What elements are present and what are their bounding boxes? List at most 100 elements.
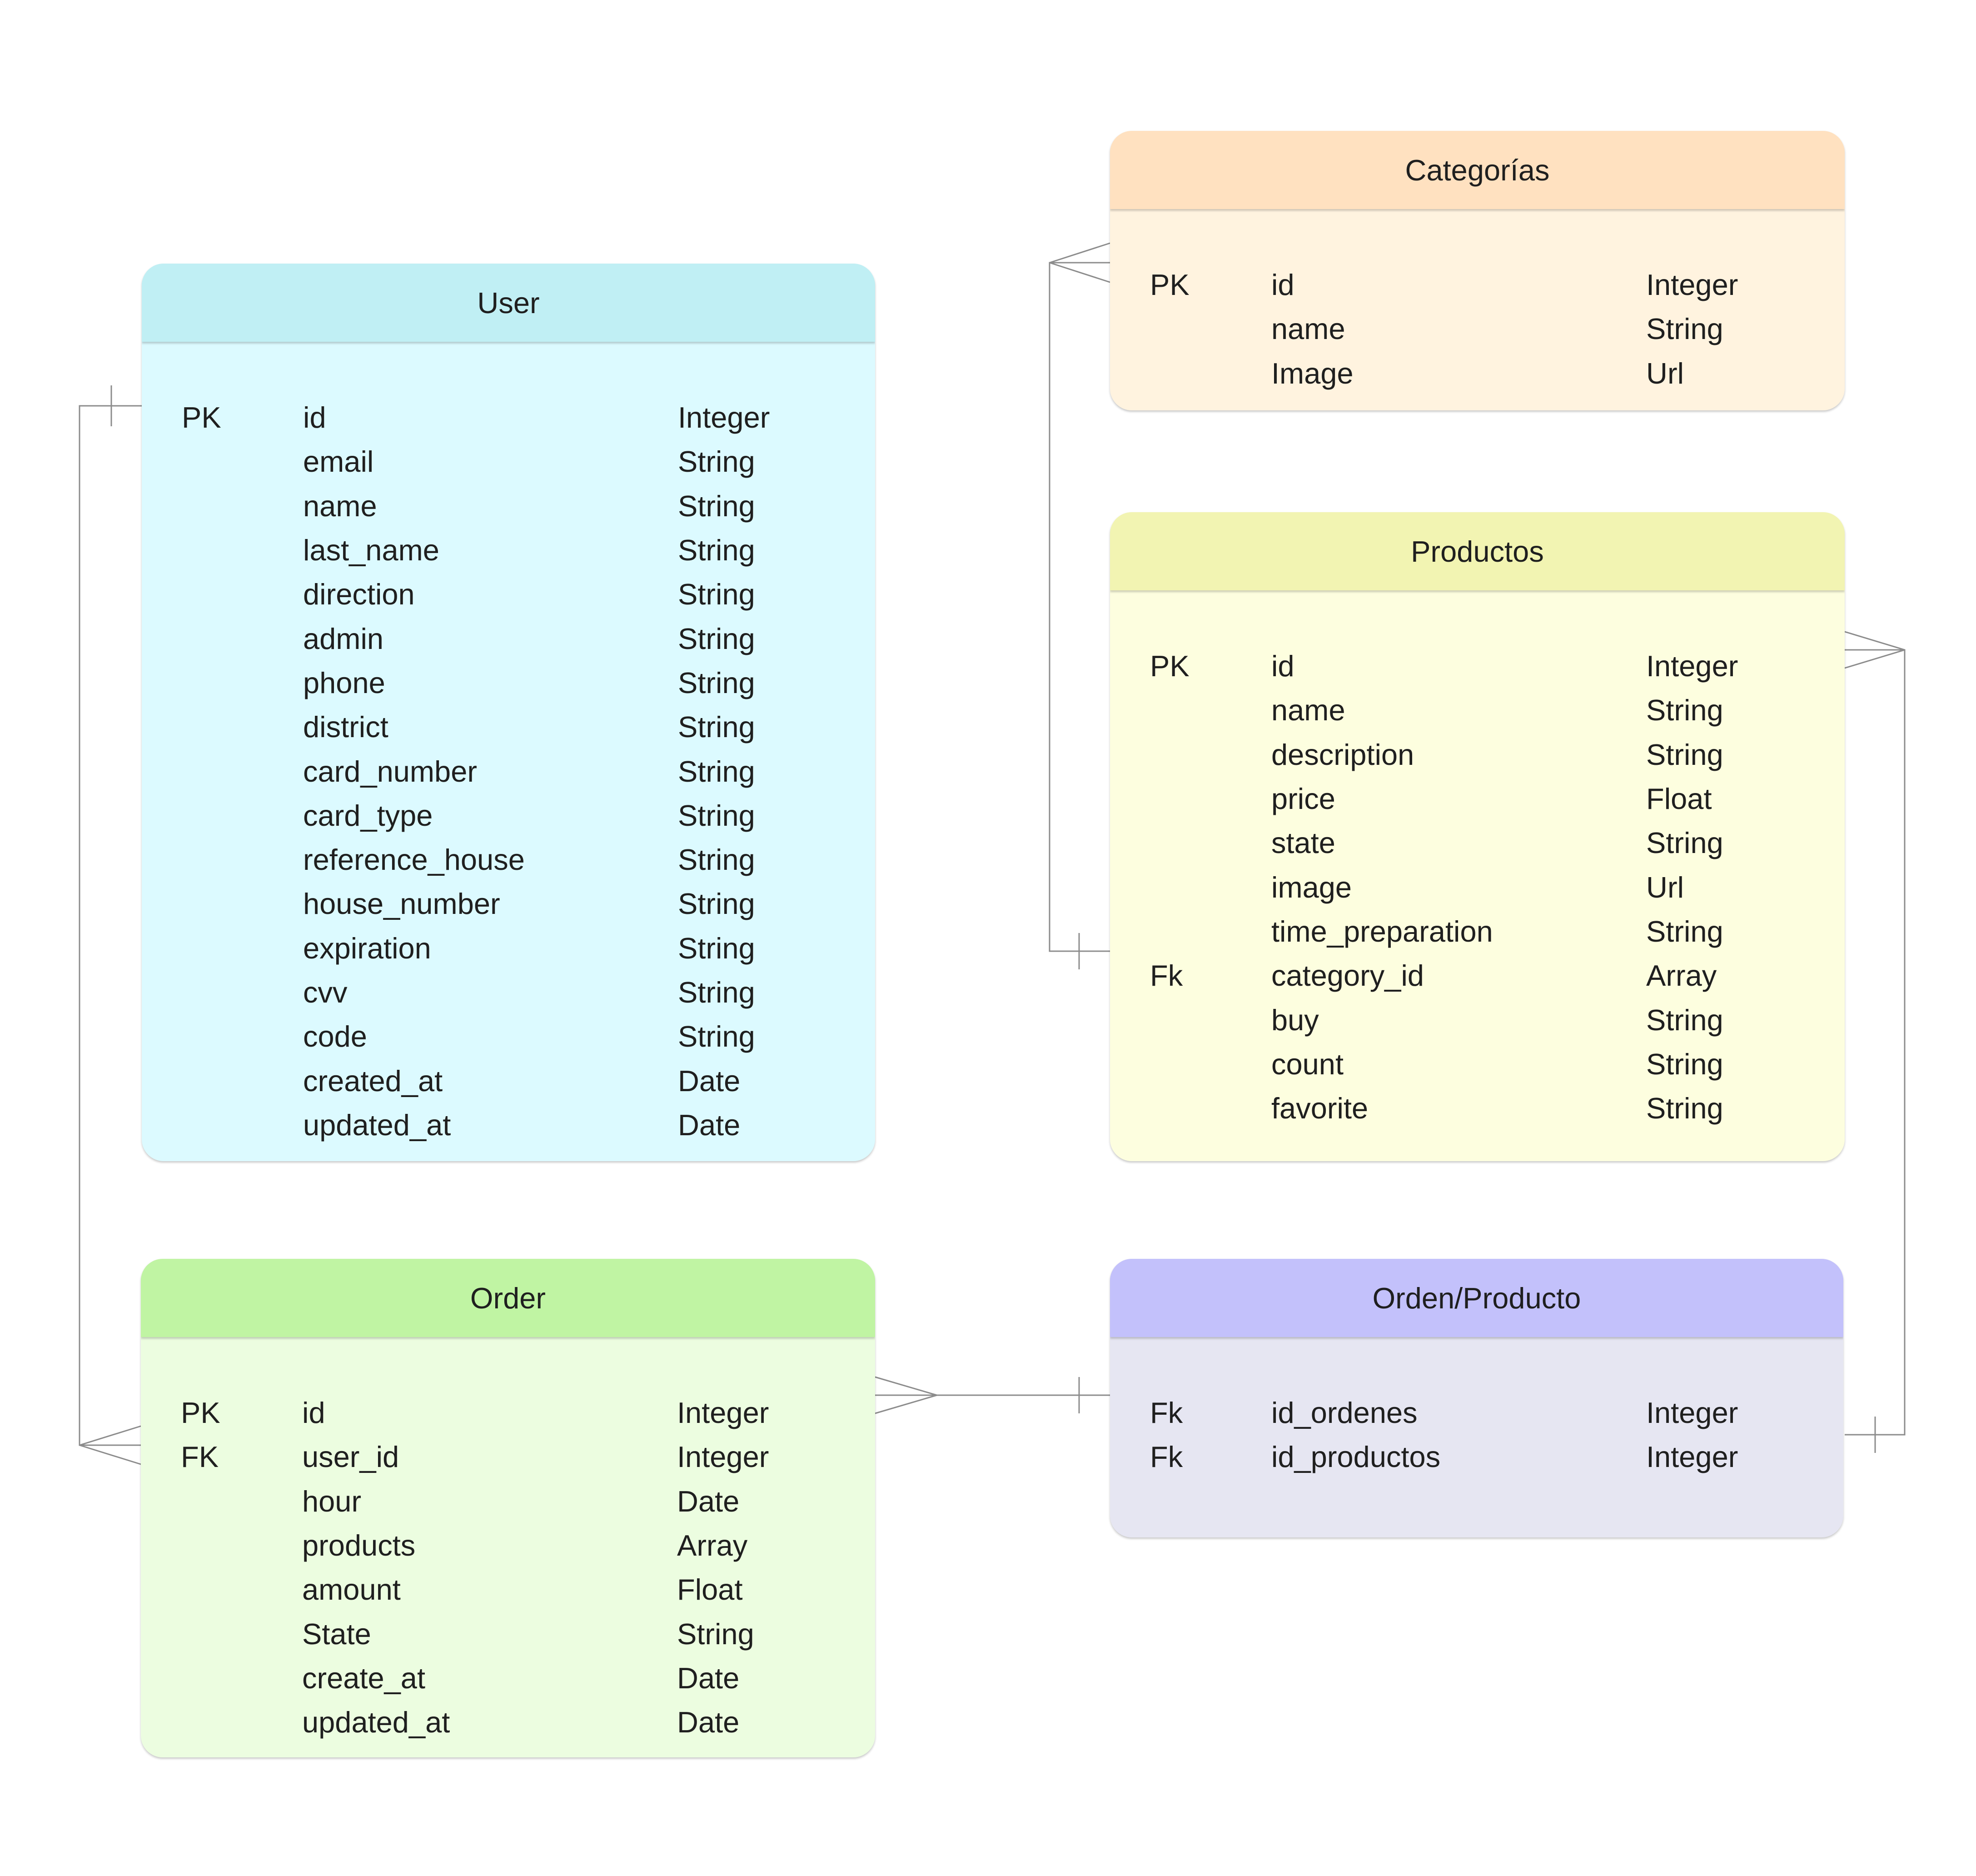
field-type: String (678, 578, 755, 611)
field-name: user_id (302, 1440, 399, 1474)
field-type: String (678, 534, 755, 567)
field-name: last_name (303, 534, 439, 567)
field-type: String (678, 798, 755, 832)
field-name: phone (303, 666, 385, 699)
field-type: String (678, 843, 755, 877)
field-type: Integer (677, 1396, 769, 1430)
connector-user-order (79, 385, 142, 1465)
field-key: PK (181, 1396, 220, 1430)
field-type: String (1646, 1003, 1723, 1037)
field-type: String (678, 710, 755, 744)
field-name: products (302, 1529, 416, 1562)
field-row: image Url (1110, 865, 1845, 909)
field-type: Integer (677, 1440, 769, 1474)
field-row: admin String (142, 616, 875, 660)
field-name: image (1271, 870, 1352, 904)
field-type: String (1646, 1047, 1723, 1081)
field-name: name (1271, 694, 1345, 727)
entity-header: Productos (1110, 512, 1845, 590)
field-type: String (678, 666, 755, 699)
field-type: Date (677, 1661, 740, 1695)
field-type: Float (1646, 782, 1712, 816)
field-row: district String (142, 705, 875, 749)
field-type: Url (1646, 870, 1684, 904)
entity-header: User (142, 264, 875, 342)
field-name: amount (302, 1573, 401, 1607)
field-name: house_number (303, 887, 500, 921)
entity-header: Categorías (1110, 131, 1845, 209)
field-name: description (1271, 738, 1414, 771)
field-type: String (677, 1617, 754, 1651)
field-row: name String (1110, 307, 1845, 351)
field-name: State (302, 1617, 371, 1651)
field-row: name String (1110, 688, 1845, 732)
field-name: id (303, 401, 326, 434)
field-name: district (303, 710, 388, 744)
entity-title: Order (470, 1281, 546, 1315)
field-name: favorite (1271, 1092, 1369, 1125)
field-row: description String (1110, 733, 1845, 777)
field-type: Integer (678, 401, 770, 434)
field-key: Fk (1150, 1440, 1183, 1474)
field-row: created_at Date (142, 1058, 875, 1103)
field-key: Fk (1150, 959, 1183, 993)
field-name: name (303, 489, 377, 523)
field-type: Date (678, 1064, 741, 1098)
field-row: products Array (141, 1523, 875, 1567)
field-name: direction (303, 578, 415, 611)
field-name: id (1271, 649, 1294, 683)
field-name: created_at (303, 1064, 443, 1098)
field-name: updated_at (303, 1108, 451, 1142)
field-type: String (1646, 694, 1723, 727)
field-type: String (678, 887, 755, 921)
entity-title: Orden/Producto (1372, 1281, 1581, 1315)
field-name: name (1271, 312, 1345, 346)
field-type: Date (678, 1108, 741, 1142)
connector-productos-ordenproducto (1844, 631, 1906, 1453)
field-type: Integer (1646, 649, 1738, 683)
field-type: String (1646, 738, 1723, 771)
field-name: admin (303, 622, 384, 655)
field-type: Array (677, 1529, 748, 1562)
entity-header: Order (141, 1259, 875, 1337)
field-row: house_number String (142, 882, 875, 926)
field-type: String (678, 489, 755, 523)
field-type: Integer (1646, 1396, 1738, 1430)
entity-title: User (477, 286, 540, 319)
field-name: updated_at (302, 1706, 450, 1739)
field-name: buy (1271, 1003, 1319, 1037)
field-row: buy String (1110, 998, 1845, 1042)
field-name: card_number (303, 754, 477, 788)
field-type: String (678, 622, 755, 655)
field-name: id (1271, 268, 1294, 302)
field-name: id_ordenes (1271, 1396, 1418, 1430)
field-type: String (1646, 312, 1723, 346)
field-name: time_preparation (1271, 914, 1493, 948)
field-type: Date (677, 1484, 740, 1518)
